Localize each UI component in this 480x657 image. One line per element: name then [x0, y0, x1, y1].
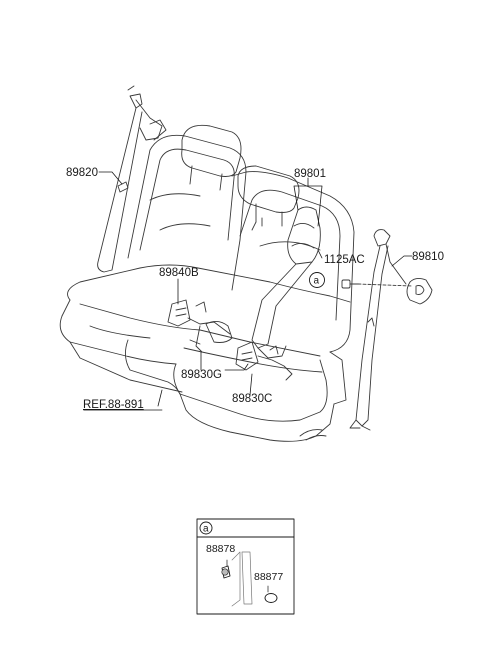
bolt-dashed-line	[357, 283, 413, 287]
buckle-assemblies	[167, 299, 293, 381]
center-belt-assembly	[251, 206, 321, 359]
label-88878: 88878	[206, 543, 235, 555]
label-89830c: 89830C	[232, 393, 272, 405]
detail-box-marker-letter: a	[203, 524, 209, 535]
callout-marker-letter: a	[314, 276, 320, 287]
label-88877: 88877	[254, 571, 283, 583]
label-1125ac: 1125AC	[324, 254, 365, 266]
leader-lines	[83, 171, 413, 411]
label-89830g: 89830G	[181, 369, 222, 381]
label-89801: 89801	[294, 168, 326, 180]
callout-marker-a	[309, 272, 325, 288]
label-ref-88-891: REF.88-891	[83, 399, 144, 411]
bolt-1125ac	[341, 279, 359, 289]
right-retractor-assembly	[349, 229, 433, 431]
left-retractor-assembly	[97, 85, 167, 273]
label-89820: 89820	[66, 167, 98, 179]
label-89810: 89810	[412, 251, 444, 263]
rear-seat-drawing	[59, 124, 355, 442]
label-89840b: 89840B	[159, 267, 199, 279]
detail-box	[196, 518, 295, 615]
